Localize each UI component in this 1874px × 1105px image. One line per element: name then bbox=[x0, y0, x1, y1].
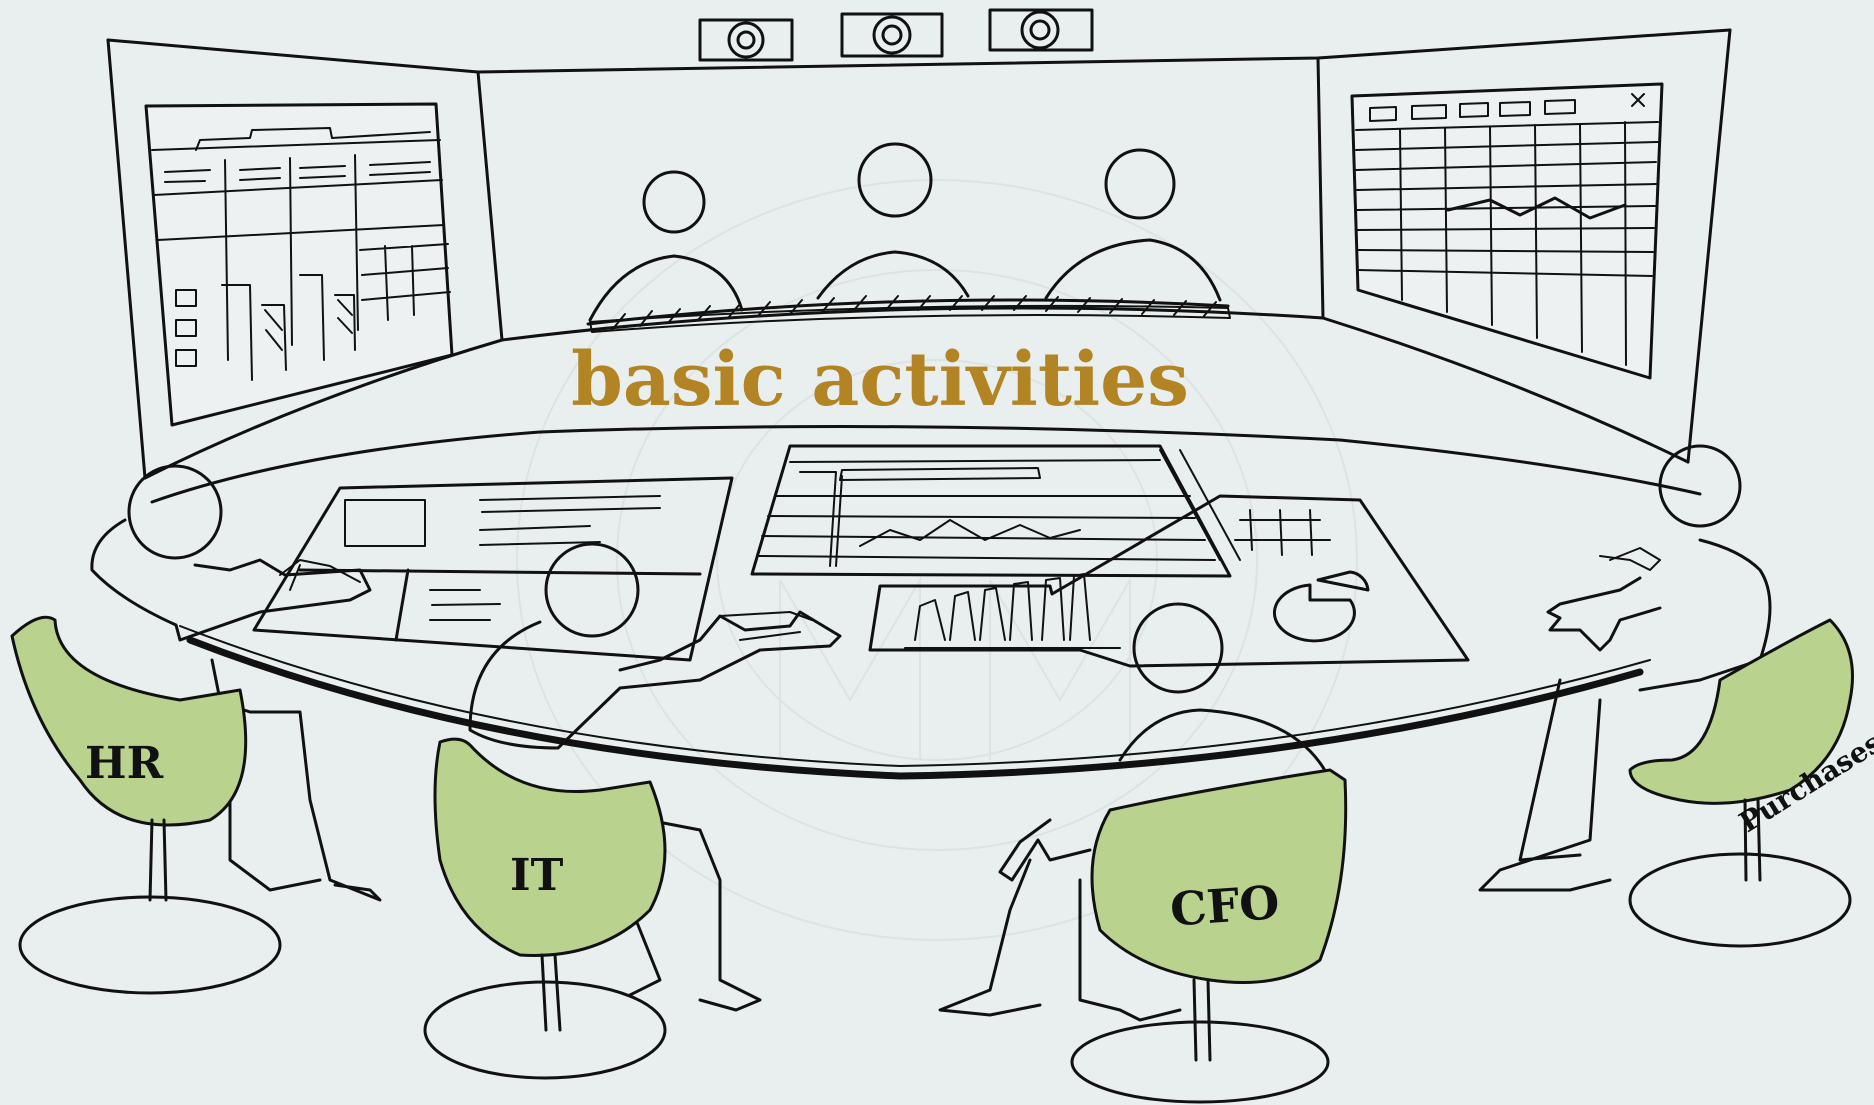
video-wall bbox=[106, 28, 1732, 480]
participant-avatar bbox=[816, 142, 970, 300]
cfo-seat-label: CFO bbox=[1168, 875, 1281, 936]
remote-participants bbox=[586, 142, 1231, 333]
it-seat-group: IT bbox=[423, 542, 842, 1080]
cfo-chair bbox=[1090, 768, 1348, 984]
hr-seat-group: HR bbox=[10, 464, 382, 995]
table-display-center bbox=[750, 444, 1241, 578]
title: basic activities bbox=[571, 337, 1189, 423]
hr-seat-label: HR bbox=[85, 738, 164, 789]
table-display-right bbox=[868, 494, 1470, 668]
it-chair bbox=[433, 737, 667, 957]
camera-icon bbox=[698, 18, 794, 62]
cfo-seat-group: CFO bbox=[938, 602, 1348, 1104]
conference-table bbox=[150, 425, 1702, 780]
left-dashboard-screen bbox=[144, 102, 454, 427]
participant-avatar bbox=[588, 170, 744, 322]
table-display-left bbox=[252, 476, 734, 662]
hr-chair bbox=[10, 615, 248, 827]
camera-icons bbox=[698, 8, 1094, 62]
camera-icon bbox=[988, 8, 1094, 52]
right-spreadsheet-screen bbox=[1350, 82, 1664, 380]
participant-avatar bbox=[1044, 148, 1222, 302]
it-seat-label: IT bbox=[510, 850, 564, 901]
purchases-seat-group: Purchases bbox=[1478, 444, 1874, 948]
camera-icon bbox=[840, 12, 944, 58]
